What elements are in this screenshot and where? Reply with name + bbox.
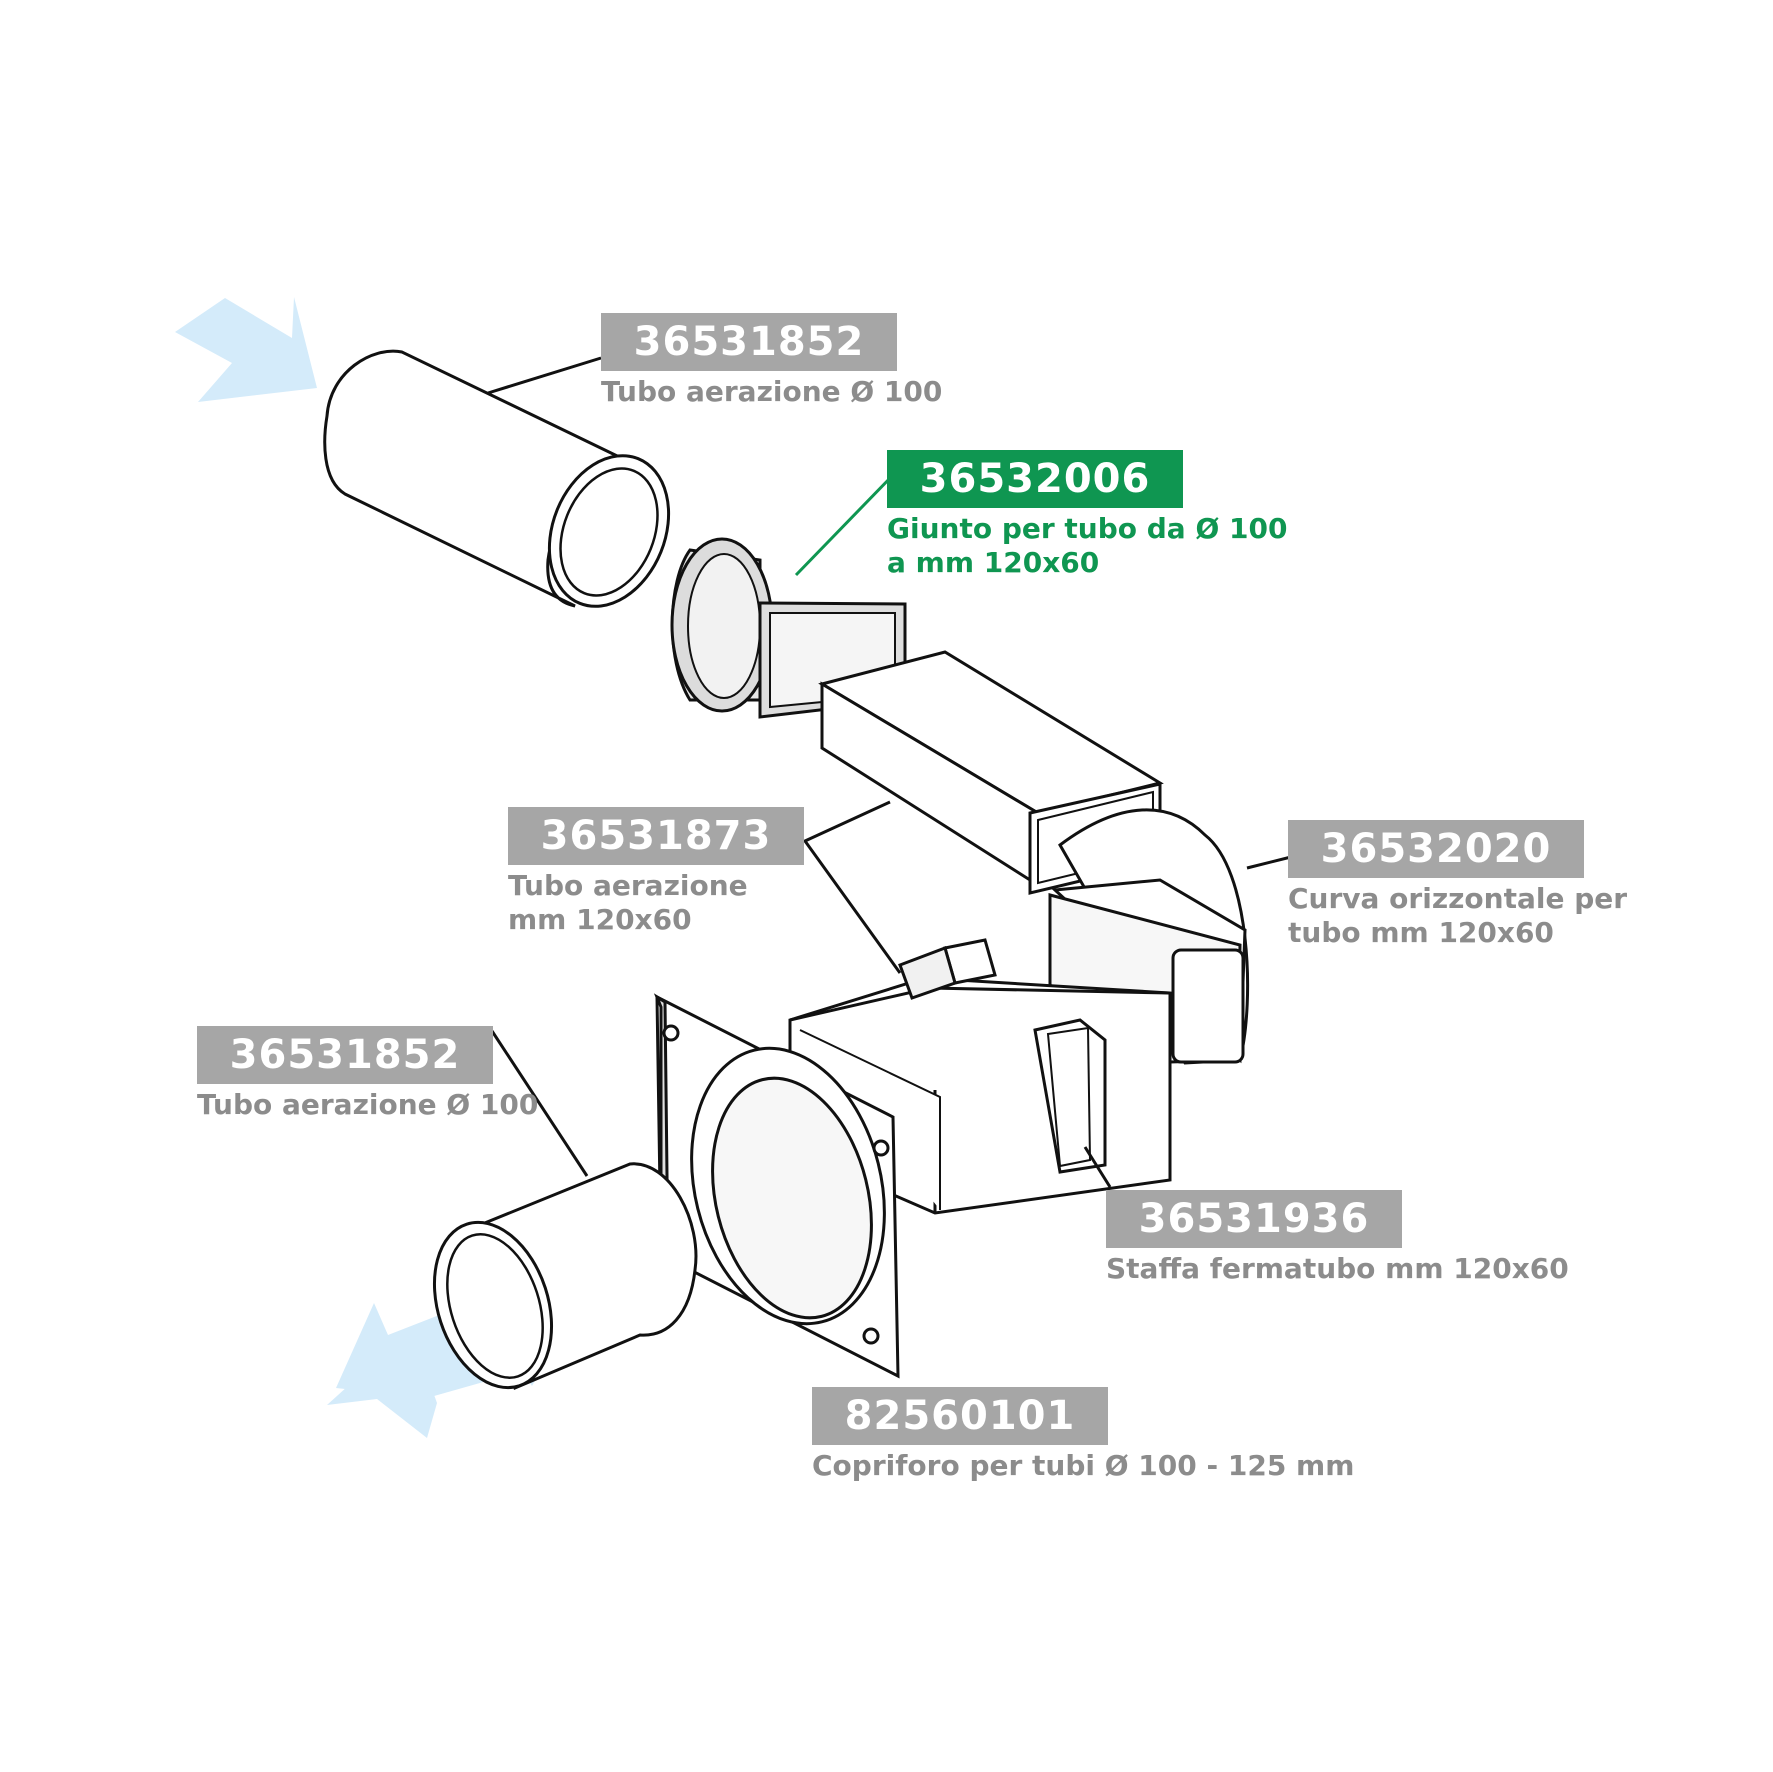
leader-tube-top <box>487 356 602 395</box>
label-joint: 36532006 Giunto per tubo da Ø 100 a mm 1… <box>887 450 1287 580</box>
part-code: 36531852 <box>197 1026 493 1084</box>
part-desc: Tubo aerazione mm 120x60 <box>508 869 804 937</box>
part-desc: Copriforo per tubi Ø 100 - 125 mm <box>812 1449 1354 1483</box>
label-curve: 36532020 Curva orizzontale per tubo mm 1… <box>1288 820 1627 950</box>
leader-curve <box>1246 855 1292 870</box>
part-code: 36532006 <box>887 450 1183 508</box>
part-desc-line: Staffa fermatubo mm 120x60 <box>1106 1252 1569 1285</box>
label-cover: 82560101 Copriforo per tubi Ø 100 - 125 … <box>812 1387 1354 1483</box>
leader-bracket <box>1083 1146 1112 1188</box>
wall-cover-plate <box>653 993 900 1379</box>
part-desc-line: a mm 120x60 <box>887 546 1100 579</box>
label-tube-bottom: 36531852 Tubo aerazione Ø 100 <box>197 1026 538 1122</box>
horizontal-curve <box>1048 808 1250 1065</box>
part-desc-line: Tubo aerazione <box>508 869 748 902</box>
leader-lines <box>487 356 1292 1188</box>
part-desc-line: mm 120x60 <box>508 903 692 936</box>
part-code: 36531936 <box>1106 1190 1402 1248</box>
part-desc-line: Tubo aerazione Ø 100 <box>197 1088 539 1121</box>
label-tube-top: 36531852 Tubo aerazione Ø 100 <box>601 313 942 409</box>
airflow-in-arrow <box>175 297 317 402</box>
part-desc-line: Curva orizzontale per <box>1288 882 1628 915</box>
part-code: 36532020 <box>1288 820 1584 878</box>
part-desc-line: Tubo aerazione Ø 100 <box>601 375 943 408</box>
part-desc-line: tubo mm 120x60 <box>1288 916 1554 949</box>
part-desc: Curva orizzontale per tubo mm 120x60 <box>1288 882 1627 950</box>
part-code: 36531873 <box>508 807 804 865</box>
part-desc: Tubo aerazione Ø 100 <box>601 375 942 409</box>
leader-tube-bottom <box>490 1030 589 1177</box>
part-desc: Tubo aerazione Ø 100 <box>197 1088 538 1122</box>
part-desc: Giunto per tubo da Ø 100 a mm 120x60 <box>887 512 1287 580</box>
part-desc-line: Copriforo per tubi Ø 100 - 125 mm <box>812 1449 1355 1482</box>
part-code: 36531852 <box>601 313 897 371</box>
round-tube-top <box>323 349 671 608</box>
part-desc-line: Giunto per tubo da Ø 100 <box>887 512 1288 545</box>
label-rect-tube: 36531873 Tubo aerazione mm 120x60 <box>508 807 804 937</box>
leader-joint <box>794 473 895 577</box>
leader-rect-tube <box>802 800 902 974</box>
part-code: 82560101 <box>812 1387 1108 1445</box>
joint-adapter <box>670 537 907 719</box>
round-tube-bottom <box>432 1162 698 1391</box>
label-bracket: 36531936 Staffa fermatubo mm 120x60 <box>1106 1190 1569 1286</box>
part-desc: Staffa fermatubo mm 120x60 <box>1106 1252 1569 1286</box>
